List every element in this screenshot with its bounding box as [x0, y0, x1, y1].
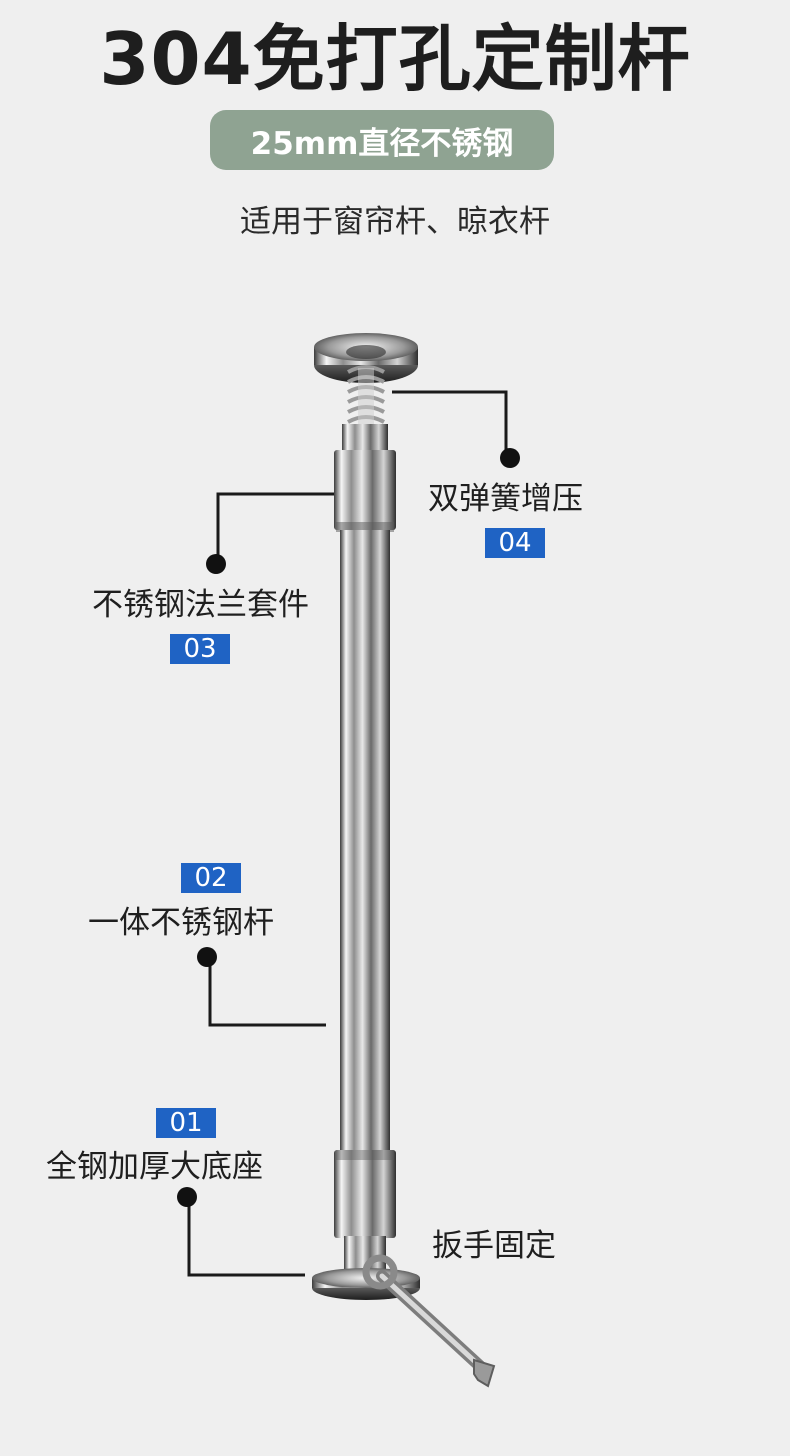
callout-label-02: 一体不锈钢杆: [88, 905, 274, 941]
callout-number-03: 03: [170, 634, 230, 664]
callout-label-03: 不锈钢法兰套件: [92, 587, 309, 623]
callout-number-04: 04: [485, 528, 545, 558]
upper-collar: [342, 424, 388, 452]
callout-number-01: 01: [156, 1108, 216, 1138]
usage-subtitle: 适用于窗帘杆、晾衣杆: [240, 204, 550, 240]
callout-lines: [187, 390, 508, 1277]
diameter-badge: 25mm直径不锈钢: [210, 110, 554, 170]
callout-number-02: 02: [181, 863, 241, 893]
wrench-label: 扳手固定: [432, 1228, 556, 1264]
callout-dots: [177, 448, 520, 1207]
page-title: 304免打孔定制杆: [99, 17, 691, 101]
flange-sleeve-bottom: [334, 1150, 396, 1238]
callout-label-01: 全钢加厚大底座: [46, 1149, 263, 1185]
top-mounting-plate: [314, 333, 418, 383]
callout-label-04: 双弹簧增压: [428, 481, 583, 517]
steel-rod: [340, 530, 390, 1155]
wrench-icon: [362, 1254, 496, 1388]
flange-sleeve-top: [334, 450, 396, 530]
